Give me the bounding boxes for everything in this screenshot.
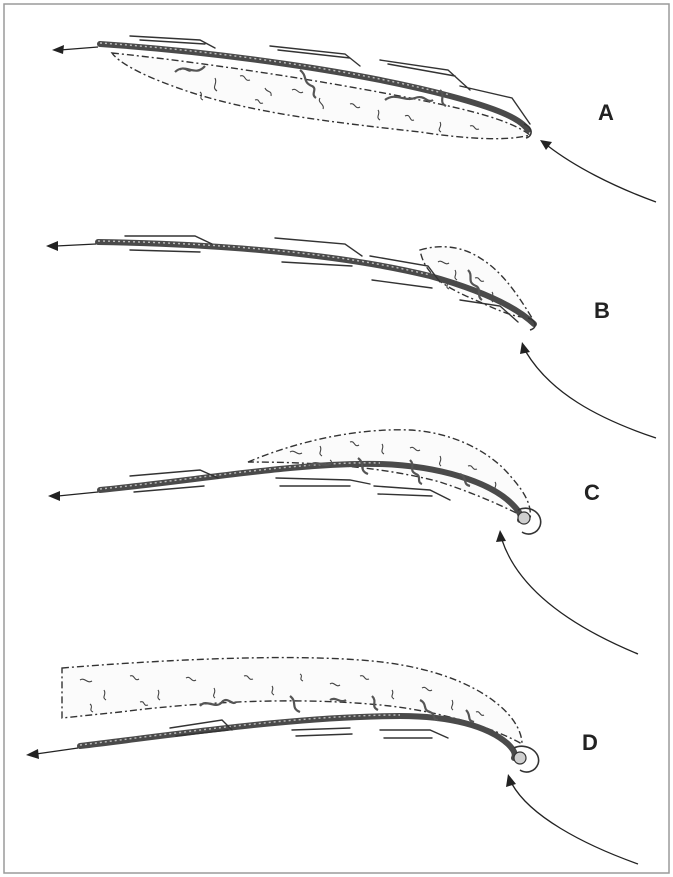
panel-b: B bbox=[46, 236, 656, 438]
arrow-left-icon bbox=[48, 491, 98, 501]
curved-arrow-icon bbox=[506, 774, 638, 864]
panel-c: C bbox=[48, 430, 638, 654]
arrow-left-icon bbox=[46, 241, 96, 251]
panel-a: A bbox=[52, 36, 656, 202]
panel-c-barbs bbox=[130, 470, 450, 500]
arrow-left-icon bbox=[52, 45, 98, 54]
panel-d: D bbox=[26, 658, 638, 864]
panel-label-c: C bbox=[584, 480, 600, 505]
panel-label-a: A bbox=[598, 100, 614, 125]
panel-d-tip bbox=[514, 746, 539, 772]
arrow-left-icon bbox=[26, 748, 78, 759]
panel-a-foam bbox=[112, 53, 530, 139]
panel-c-foam bbox=[248, 430, 530, 520]
panel-label-b: B bbox=[594, 298, 610, 323]
panel-d-foam bbox=[62, 658, 522, 744]
curved-arrow-icon bbox=[520, 342, 656, 438]
curved-arrow-icon bbox=[496, 530, 638, 654]
panel-label-d: D bbox=[582, 730, 598, 755]
curved-arrow-icon bbox=[540, 140, 656, 202]
